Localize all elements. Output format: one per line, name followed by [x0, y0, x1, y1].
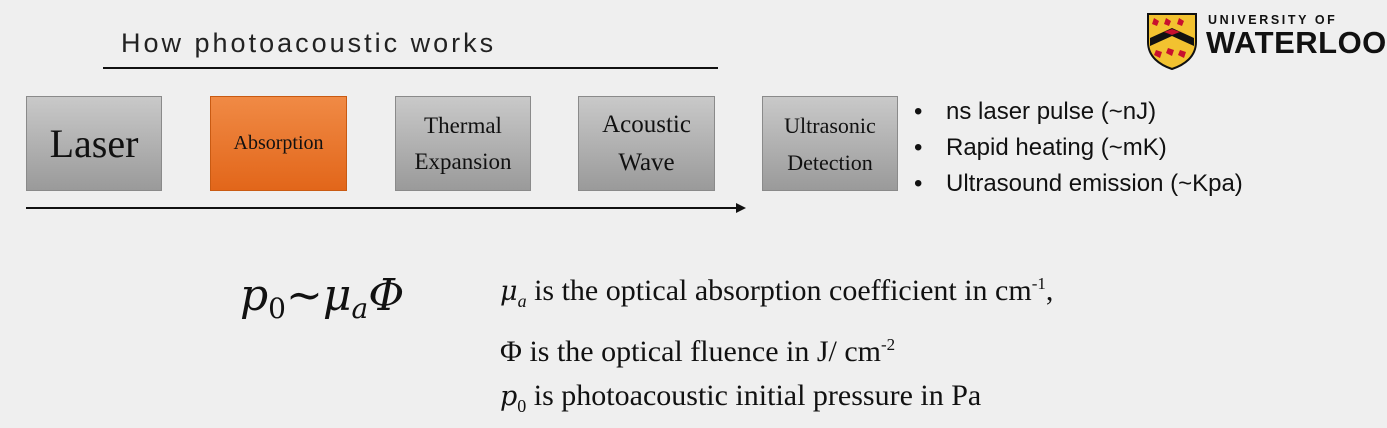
formula-mu-subscript: a	[351, 292, 369, 325]
formula-mu: μ	[322, 270, 352, 321]
def-tail: ,	[1045, 274, 1054, 307]
def-text: is photoacoustic initial pressure in Pa	[526, 379, 982, 412]
step-thermal-expansion: Thermal Expansion	[395, 96, 531, 191]
logo-text-waterloo: WATERLOO	[1206, 25, 1387, 60]
step-label: Expansion	[414, 148, 512, 174]
definitions: μa is the optical absorption coefficient…	[500, 262, 1053, 428]
step-label: Thermal	[424, 112, 502, 138]
step-label: Wave	[618, 148, 675, 176]
bullet-list: • ns laser pulse (~nJ) • Rapid heating (~m…	[914, 94, 1243, 202]
slide-title: How photoacoustic works	[121, 28, 497, 58]
step-absorption: Absorption	[210, 96, 347, 191]
def-symbol: μ	[500, 276, 518, 307]
def-text: is the optical absorption coefficient in…	[526, 274, 1032, 307]
def-symbol: p	[500, 381, 518, 412]
formula-phi: Φ	[368, 270, 405, 321]
bullet-text: Ultrasound emission (~Kpa)	[946, 170, 1243, 197]
step-ultrasonic-detection: Ultrasonic Detection	[762, 96, 898, 191]
def-symbol: Φ	[500, 335, 522, 368]
bullet-text: ns laser pulse (~nJ)	[946, 98, 1157, 125]
definition-phi: Φ is the optical fluence in J/ cm-2	[500, 323, 1053, 374]
shield-icon	[1147, 13, 1197, 70]
bullet-item: • ns laser pulse (~nJ)	[914, 94, 1243, 130]
step-label: Detection	[787, 149, 873, 175]
definition-p0: p0 is photoacoustic initial pressure in …	[500, 374, 1053, 428]
definition-mu: μa is the optical absorption coefficient…	[500, 262, 1053, 323]
step-label: Acoustic	[602, 110, 691, 138]
def-subscript: 0	[517, 396, 527, 416]
formula-p: p	[240, 270, 269, 321]
process-arrow	[26, 203, 746, 213]
def-superscript: -1	[1031, 274, 1046, 293]
title-underline	[103, 67, 718, 69]
step-label: Laser	[49, 121, 139, 166]
formula-tilde: ~	[286, 270, 323, 321]
step-acoustic-wave: Acoustic Wave	[578, 96, 715, 191]
def-text: is the optical fluence in J/ cm	[521, 335, 881, 368]
formula-p-subscript: 0	[268, 292, 286, 325]
university-logo: UNIVERSITY OF WATERLOO	[1146, 12, 1386, 72]
bullet-text: Rapid heating (~mK)	[946, 134, 1167, 161]
bullet-glyph: •	[914, 98, 923, 125]
step-label: Absorption	[233, 132, 324, 154]
def-subscript: a	[517, 291, 527, 311]
bullet-glyph: •	[914, 134, 923, 161]
step-label: Ultrasonic	[784, 112, 876, 138]
bullet-glyph: •	[914, 170, 923, 197]
step-laser: Laser	[26, 96, 162, 191]
bullet-item: • Ultrasound emission (~Kpa)	[914, 166, 1243, 202]
bullet-item: • Rapid heating (~mK)	[914, 130, 1243, 166]
def-superscript: -2	[881, 335, 896, 354]
main-formula: p0~μaΦ	[240, 270, 404, 325]
logo-text-university-of: UNIVERSITY OF	[1208, 13, 1338, 27]
